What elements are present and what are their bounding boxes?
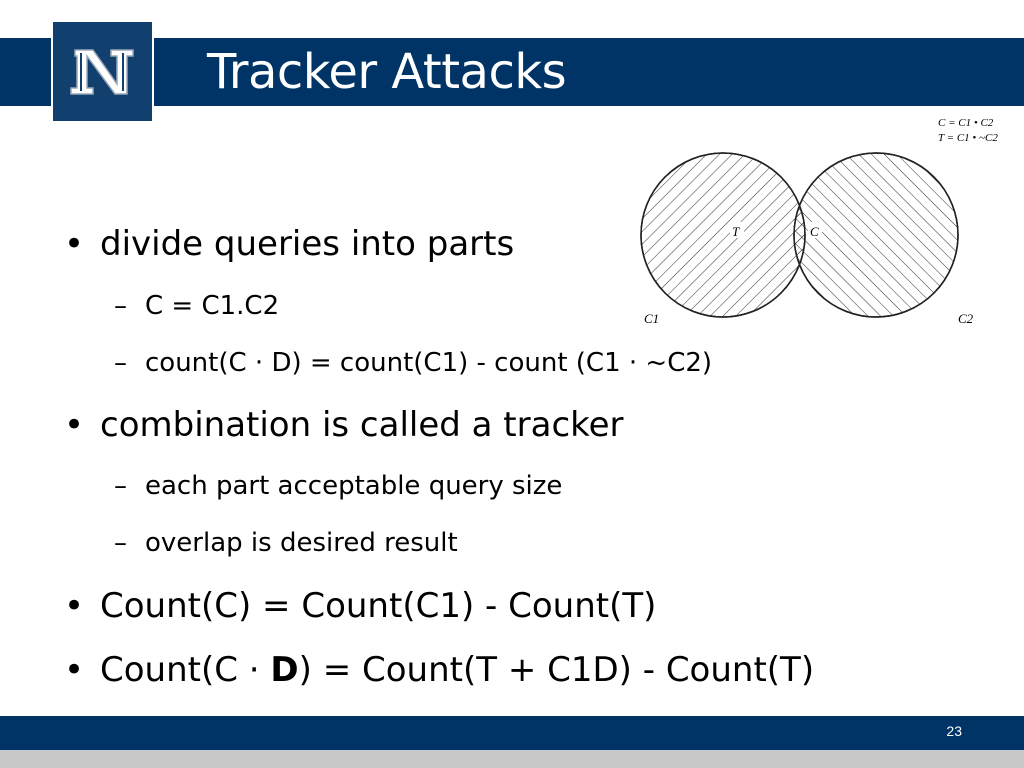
label-t: T: [732, 224, 740, 239]
sub-bullet-marker: –: [114, 291, 127, 321]
bullet-marker: •: [64, 405, 85, 445]
page-number: 23: [946, 723, 962, 739]
label-c1: C1: [644, 311, 659, 326]
bullet-item: Count(C · D) = Count(T + C1D) - Count(T): [100, 650, 814, 690]
title-bar: [0, 38, 1024, 106]
venn-diagram-svg: T C C1 C2 C = C1 • C2 T = C1 • ~C2: [640, 117, 998, 326]
label-c2: C2: [958, 311, 974, 326]
sub-bullet-item: overlap is desired result: [145, 528, 458, 558]
bullet-item: divide queries into parts: [100, 224, 515, 264]
bullet-text-bold-part: D: [270, 650, 299, 690]
bullet-item: combination is called a tracker: [100, 405, 624, 445]
university-n-logo-icon: [70, 49, 134, 95]
sub-bullet-marker: –: [114, 528, 127, 558]
sub-bullet-item: each part acceptable query size: [145, 471, 563, 501]
bullet-item: Count(C) = Count(C1) - Count(T): [100, 586, 657, 626]
bullet-text-part: ) = Count(T + C1D) - Count(T): [298, 650, 815, 690]
circle-c1: [640, 152, 806, 318]
formula-c: C = C1 • C2: [938, 117, 994, 129]
label-c: C: [810, 224, 819, 239]
footer-bar: [0, 716, 1024, 750]
sub-bullet-marker: –: [114, 471, 127, 501]
university-logo: [51, 20, 154, 123]
sub-bullet-marker: –: [114, 348, 127, 378]
bullet-marker: •: [64, 224, 85, 264]
tracker-venn-diagram: T C C1 C2 C = C1 • C2 T = C1 • ~C2: [636, 110, 1024, 340]
formula-t: T = C1 • ~C2: [938, 132, 998, 144]
slide-title: Tracker Attacks: [207, 44, 567, 100]
bullet-marker: •: [64, 650, 85, 690]
sub-bullet-item: count(C · D) = count(C1) - count (C1 · ~…: [145, 348, 713, 378]
sub-bullet-item: C = C1.C2: [145, 291, 280, 321]
bullet-text-part: Count(C ·: [100, 650, 271, 690]
footer-strip: [0, 750, 1024, 768]
bullet-marker: •: [64, 586, 85, 626]
